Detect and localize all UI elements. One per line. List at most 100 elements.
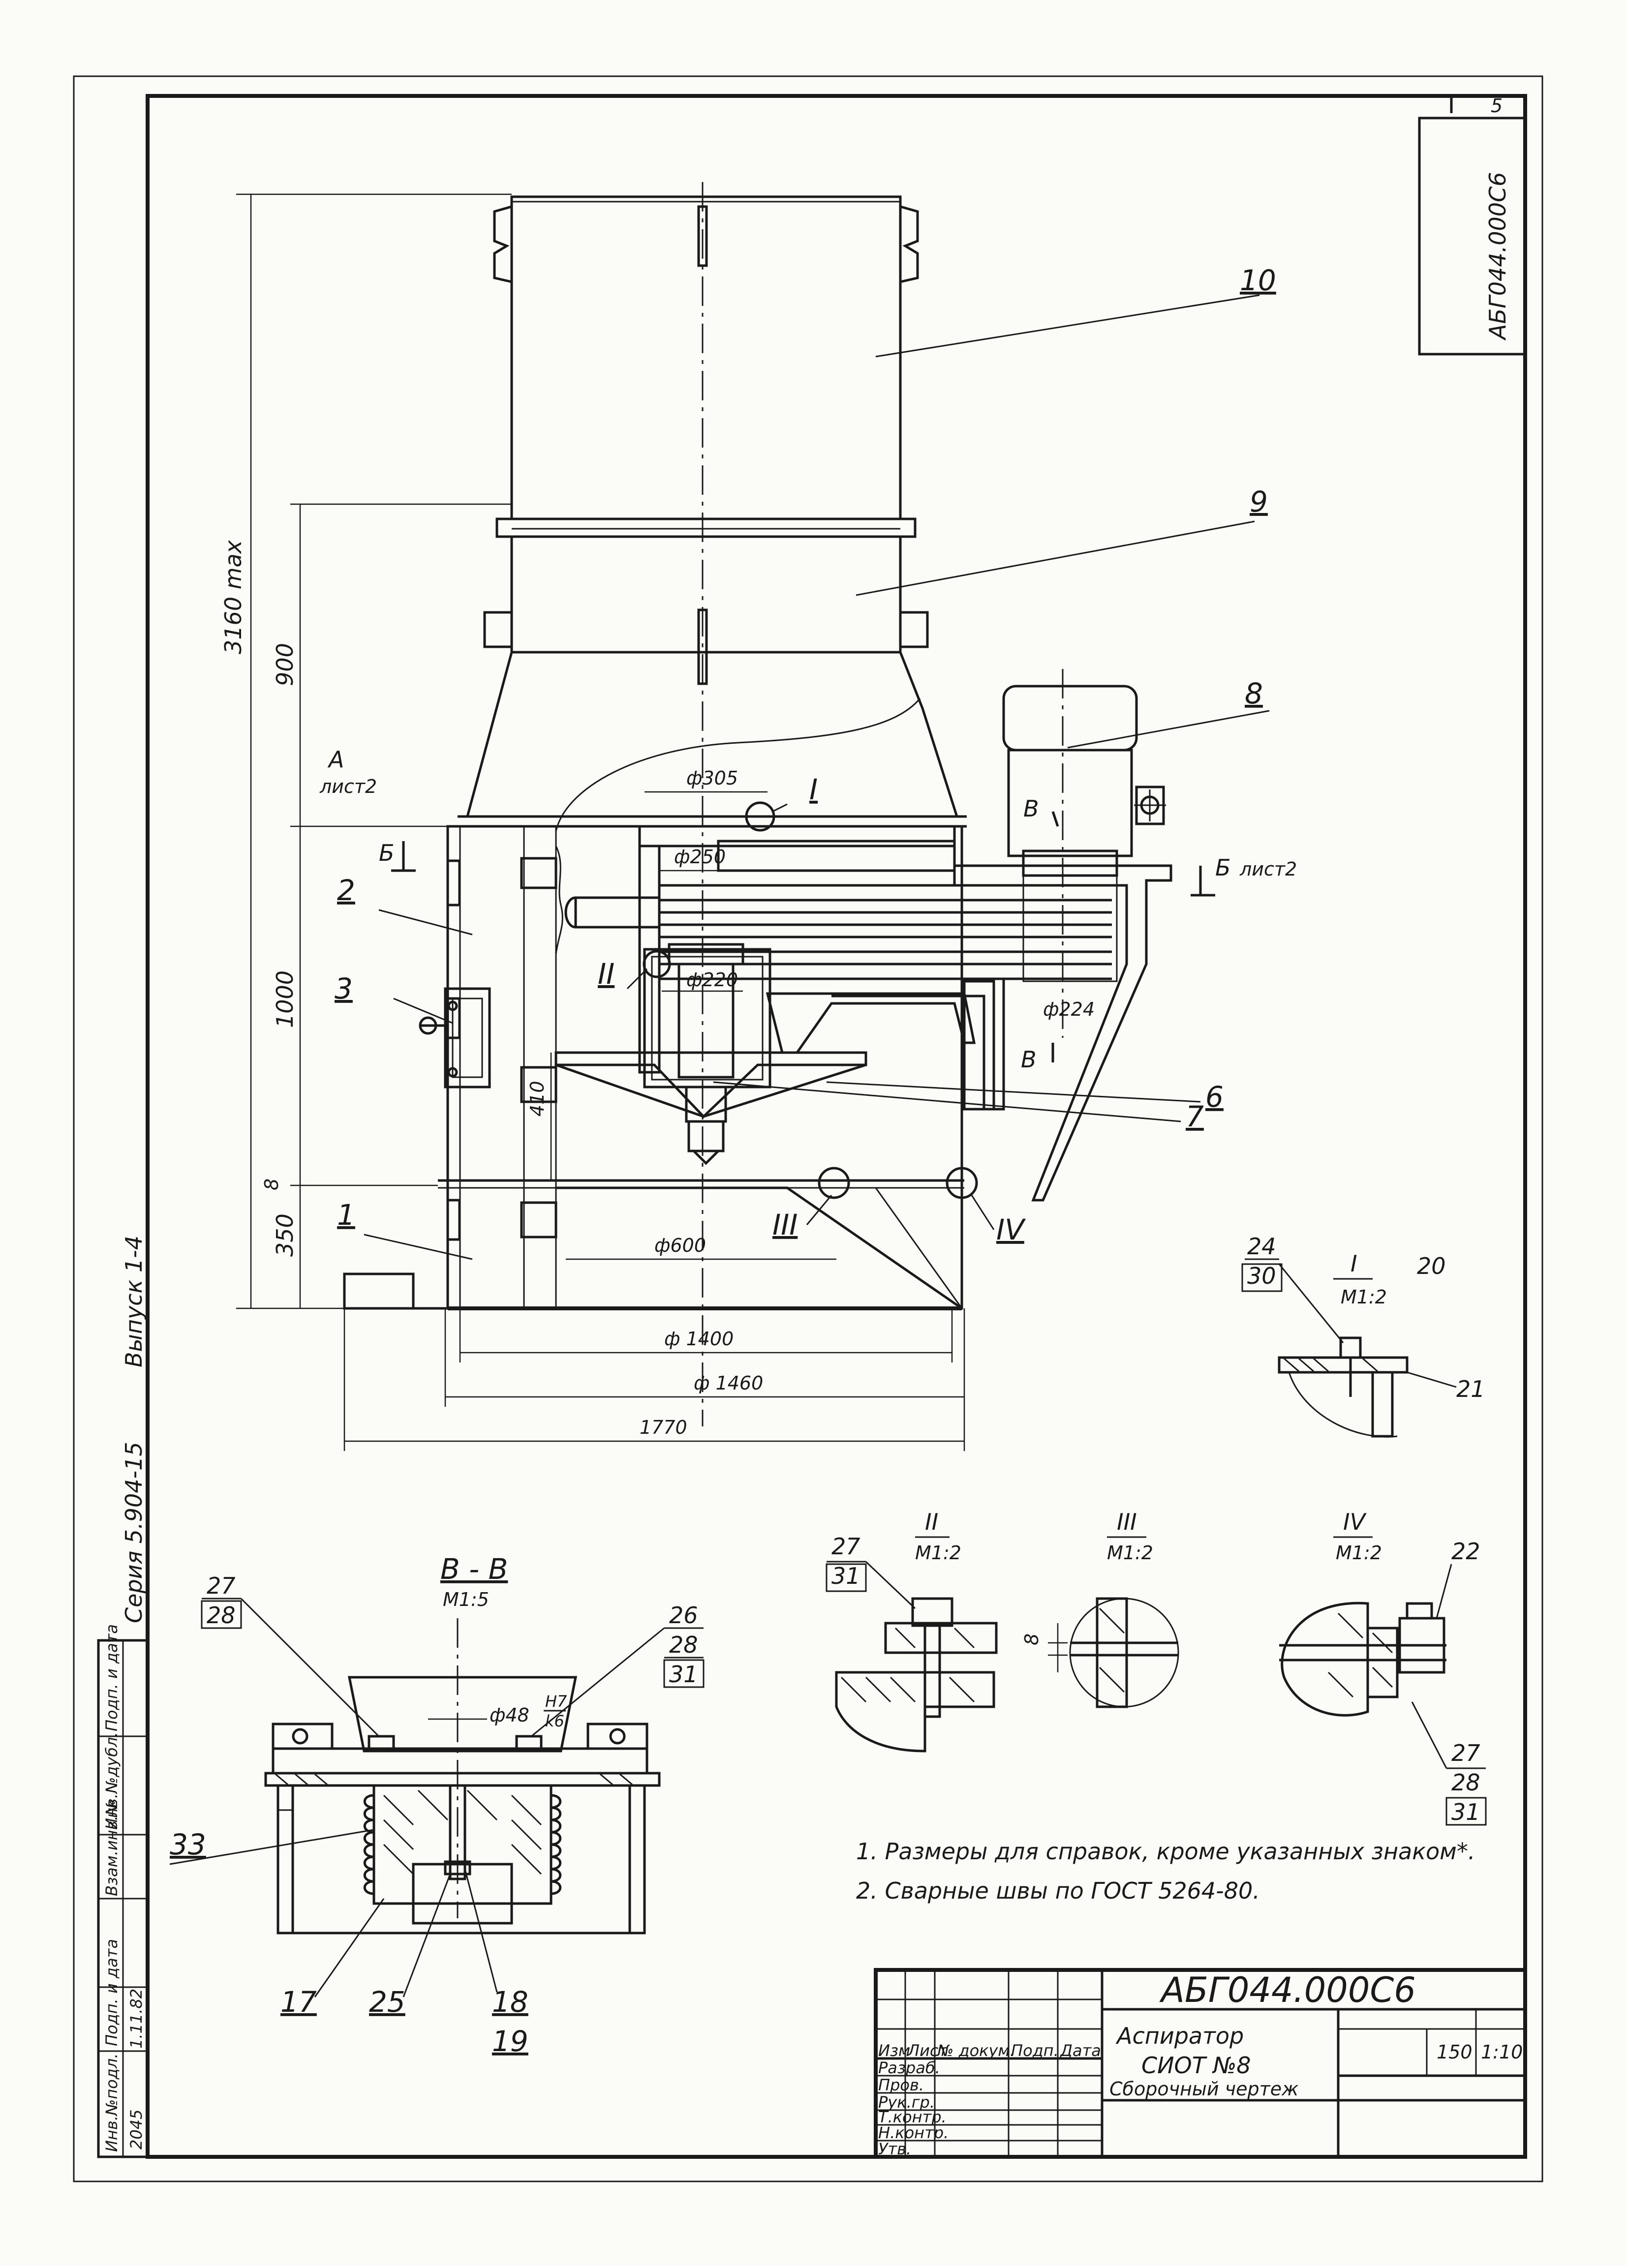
section-VV-label-26: 26 <box>669 1602 698 1629</box>
tb-header-list: Лист <box>907 2041 948 2060</box>
break-line <box>555 698 921 832</box>
side-code-box <box>1418 117 1527 356</box>
section-mark-B-right: Б <box>1215 854 1231 881</box>
fins-part-33 <box>363 1794 562 1895</box>
detail-marker-I <box>745 801 775 832</box>
section-VV-label-28: 28 <box>207 1602 236 1629</box>
main-view: I II III IV 10 9 8 7 6 3 2 1 A лист2 Б Б… <box>220 182 1297 1451</box>
dim-d250: ф250 <box>674 846 726 868</box>
section-VV-dim: ф48 <box>490 1704 529 1726</box>
detail-marker-II <box>643 950 671 978</box>
title-block: Изм Лист № докум. Подп. Дата Разраб. Про… <box>874 1968 1527 2159</box>
part-7-hub <box>643 943 771 1165</box>
view-mark-A-sheet: лист2 <box>319 776 377 797</box>
strip-label-dup: Инв.№дубл. <box>102 1732 121 1830</box>
sheet-number: 5 <box>1491 95 1503 117</box>
detail-I-label-21: 21 <box>1456 1376 1485 1402</box>
strip-label-sign-date2: Подп. и дата <box>102 1624 121 1731</box>
detail-I-label-24: 24 <box>1247 1233 1276 1260</box>
tb-role-0: Разраб. <box>878 2058 940 2077</box>
dim-8: 8 <box>261 1179 282 1190</box>
detail-II-title: II <box>925 1509 938 1535</box>
base-outlet <box>343 1272 415 1310</box>
detail-II: II M1:2 27 31 <box>826 1509 998 1753</box>
tb-role-2: Рук.гр. <box>878 2093 935 2112</box>
section-mark-B-sheet: лист2 <box>1239 858 1297 880</box>
detail-label-II: II <box>598 957 614 991</box>
section-VV-fit-bottom: k6 <box>545 1712 564 1730</box>
detail-IV-title: IV <box>1343 1509 1367 1535</box>
dim-410: 410 <box>526 1081 548 1117</box>
tb-doc-type: Сборочный чертеж <box>1109 2078 1298 2100</box>
detail-label-I: I <box>809 773 818 806</box>
detail-I-scale: M1:2 <box>1341 1286 1387 1308</box>
section-VV-label-19: 19 <box>492 2025 528 2058</box>
dim-d305: ф305 <box>686 767 738 789</box>
strip-value-number: 2045 <box>127 2110 146 2149</box>
dim-d1460: ф 1460 <box>694 1372 763 1394</box>
section-VV-label-27: 27 <box>207 1572 236 1599</box>
detail-IV-label-27: 27 <box>1451 1740 1480 1766</box>
part-3-hatch <box>444 987 491 1089</box>
detail-I: I M1:2 24 30 20 21 <box>1241 1233 1485 1438</box>
cone <box>465 651 959 818</box>
tb-scale: 1:10 <box>1481 2041 1523 2063</box>
tb-role-4: Н.контр. <box>878 2123 949 2142</box>
part-label-3: 3 <box>335 972 353 1005</box>
part-8-motor <box>1002 669 1166 1038</box>
tb-name-2: СИОТ №8 <box>1141 2052 1251 2079</box>
detail-III-title: III <box>1117 1509 1137 1535</box>
strip-value-date: 1.11.82 <box>127 1989 146 2049</box>
section-VV-label-33: 33 <box>170 1828 206 1861</box>
section-VV-label-18: 18 <box>492 1985 528 2019</box>
part-label-1: 1 <box>337 1198 355 1232</box>
detail-marker-IV <box>946 1167 978 1199</box>
detail-III: III M1:2 8 <box>1021 1509 1179 1708</box>
tb-role-1: Пров. <box>878 2076 924 2094</box>
dim-1000: 1000 <box>272 970 298 1028</box>
detail-I-label-20: 20 <box>1417 1253 1446 1279</box>
section-mark-V-bottom: В <box>1021 1046 1037 1073</box>
detail-IV-label-31: 31 <box>1451 1799 1480 1825</box>
detail-I-title: I <box>1351 1250 1357 1277</box>
section-VV-fit-top: H7 <box>545 1692 567 1711</box>
note-2: 2. Сварные швы по ГОСТ 5264-80. <box>856 1877 1260 1904</box>
note-1: 1. Размеры для справок, кроме указанных … <box>856 1838 1475 1865</box>
view-mark-A: A <box>327 746 344 773</box>
section-mark-B-left: Б <box>379 840 395 866</box>
part-label-10: 10 <box>1240 264 1276 297</box>
part-label-9: 9 <box>1250 485 1268 518</box>
detail-IV-scale: M1:2 <box>1336 1542 1382 1564</box>
part-label-6: 6 <box>1205 1080 1224 1114</box>
series-label: Серия 5.904-15 <box>121 1442 147 1623</box>
flange-10-9 <box>495 517 917 538</box>
tb-header-date: Дата <box>1059 2041 1101 2060</box>
dim-d220: ф220 <box>686 969 738 991</box>
tb-header-izm: Изм <box>878 2041 910 2060</box>
fan-top-plate <box>638 825 956 847</box>
section-VV-label-17: 17 <box>280 1985 317 2019</box>
dim-d600: ф600 <box>654 1235 706 1256</box>
dim-w1770: 1770 <box>640 1417 687 1438</box>
dim-350: 350 <box>272 1213 298 1257</box>
detail-IV-label-28: 28 <box>1451 1769 1480 1796</box>
tb-header-sign: Подп. <box>1011 2041 1059 2060</box>
issue-label: Выпуск 1-4 <box>121 1236 147 1367</box>
section-VV-title: В - В <box>440 1552 508 1586</box>
tb-mass: 150 <box>1437 2041 1473 2063</box>
tb-name-1: Аспиратор <box>1115 2023 1244 2049</box>
tb-code: АБГ044.000С6 <box>1159 1970 1416 2010</box>
tb-role-3: Т.контр. <box>878 2108 947 2126</box>
outer-trim-line <box>73 75 1543 2182</box>
strip-label-sign-date: Подп. и дата <box>102 1939 121 2046</box>
section-VV-scale: M1:5 <box>443 1589 489 1610</box>
part-label-8: 8 <box>1245 677 1263 710</box>
detail-IV-label-22: 22 <box>1451 1538 1480 1565</box>
detail-marker-III <box>818 1167 850 1199</box>
section-VV: В - В M1:5 <box>169 1552 705 2058</box>
detail-I-label-30: 30 <box>1247 1263 1276 1289</box>
detail-II-label-31: 31 <box>831 1563 860 1589</box>
tb-role-5: Утв. <box>878 2140 911 2158</box>
detail-IV: IV M1:2 22 27 28 31 <box>1279 1509 1487 1826</box>
